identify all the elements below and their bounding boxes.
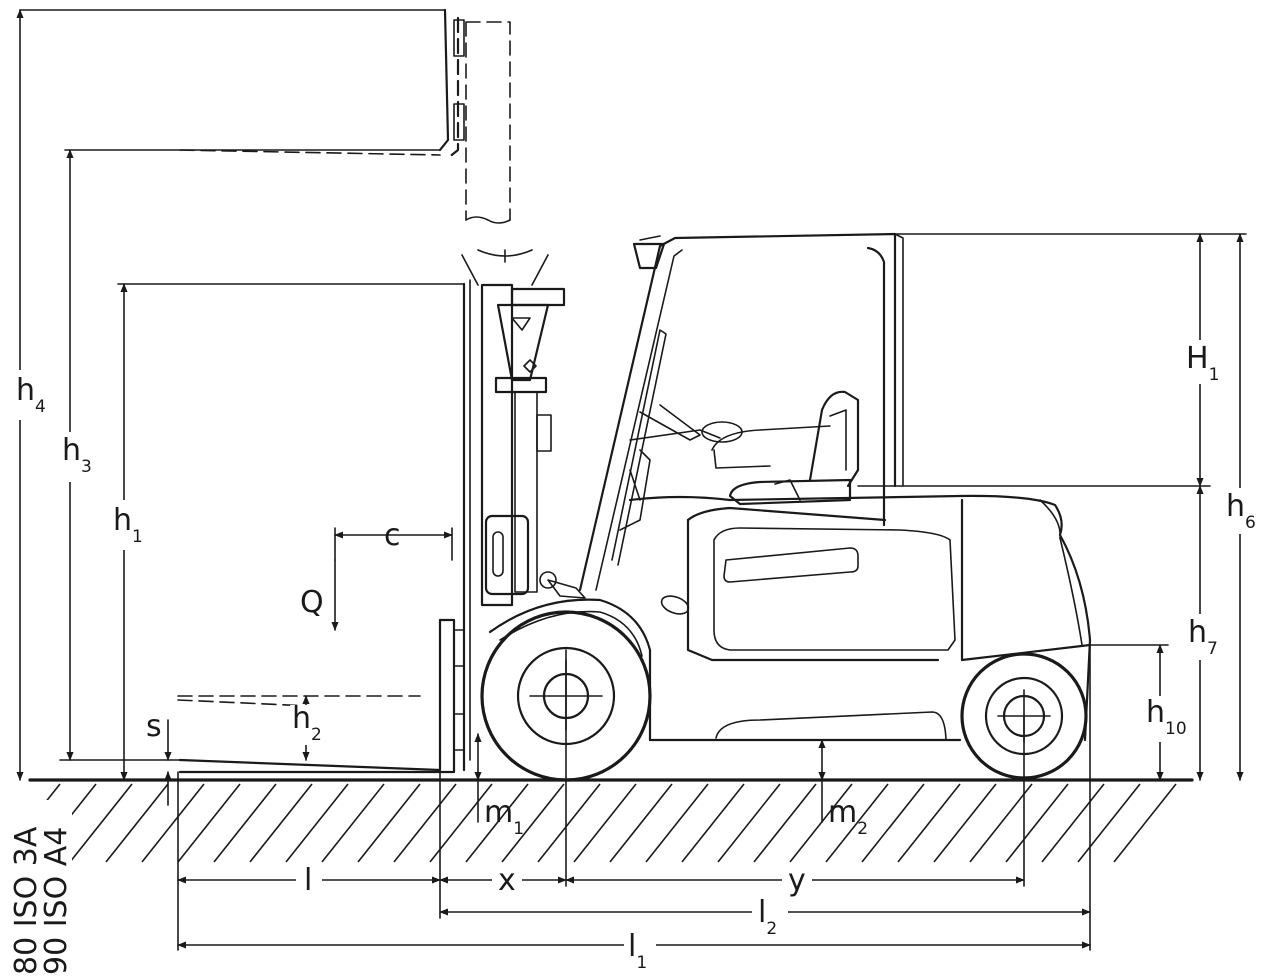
label-m2: m2 xyxy=(828,795,868,839)
hatch-line xyxy=(1077,783,1141,863)
hatch-line xyxy=(177,783,241,863)
hatch-line xyxy=(861,783,925,863)
iso-note-1: 80 ISO 3A xyxy=(9,826,44,975)
label-l: l xyxy=(304,863,312,898)
ground-hatching xyxy=(0,783,1177,863)
hatch-line xyxy=(141,783,205,863)
hatch-line xyxy=(357,783,421,863)
hatch-line xyxy=(681,783,745,863)
hatch-line xyxy=(609,783,673,863)
raised-fork-outline xyxy=(19,8,511,224)
hatch-line xyxy=(933,783,997,863)
label-y: y xyxy=(788,863,806,898)
hatch-line xyxy=(897,783,961,863)
iso-notes: 80 ISO 3A 90 ISO A4 xyxy=(0,800,74,980)
hatch-line xyxy=(753,783,817,863)
hatch-line xyxy=(105,783,169,863)
hatch-line xyxy=(69,783,133,863)
hatch-line xyxy=(465,783,529,863)
label-x: x xyxy=(498,863,516,898)
hatch-line xyxy=(825,783,889,863)
hatch-line xyxy=(789,783,853,863)
hatch-line xyxy=(969,783,1033,863)
hatch-line xyxy=(717,783,781,863)
hatch-line xyxy=(321,783,385,863)
hatch-line xyxy=(537,783,601,863)
hatch-line xyxy=(285,783,349,863)
label-h6: h6 xyxy=(1226,489,1256,533)
label-Q: Q xyxy=(300,585,324,620)
hatch-line xyxy=(213,783,277,863)
hatch-line xyxy=(1005,783,1069,863)
hatch-line xyxy=(645,783,709,863)
label-h2: h2 xyxy=(292,701,322,745)
label-l2: l2 xyxy=(758,895,777,939)
label-h10: h10 xyxy=(1146,695,1187,739)
mast xyxy=(461,249,566,772)
truck-body xyxy=(488,232,1092,742)
fork xyxy=(177,618,465,774)
label-l1: l1 xyxy=(628,929,647,973)
label-h3: h3 xyxy=(62,433,92,477)
hatch-line xyxy=(249,783,313,863)
label-h1: h1 xyxy=(113,503,143,547)
label-H1: H1 xyxy=(1186,341,1219,385)
dimension-labels: h4 h3 h1 h2 c Q s m1 m2 H1 h6 h7 h10 l x… xyxy=(15,340,1260,973)
hatch-line xyxy=(1113,783,1177,863)
label-h7: h7 xyxy=(1188,615,1218,659)
hatch-line xyxy=(573,783,637,863)
label-h4: h4 xyxy=(16,373,46,417)
hatch-line xyxy=(393,783,457,863)
hatch-line xyxy=(501,783,565,863)
iso-note-2: 90 ISO A4 xyxy=(39,827,74,975)
hatch-line xyxy=(1041,783,1105,863)
label-c: c xyxy=(384,518,401,553)
label-s: s xyxy=(146,709,162,744)
label-m1: m1 xyxy=(484,795,524,839)
